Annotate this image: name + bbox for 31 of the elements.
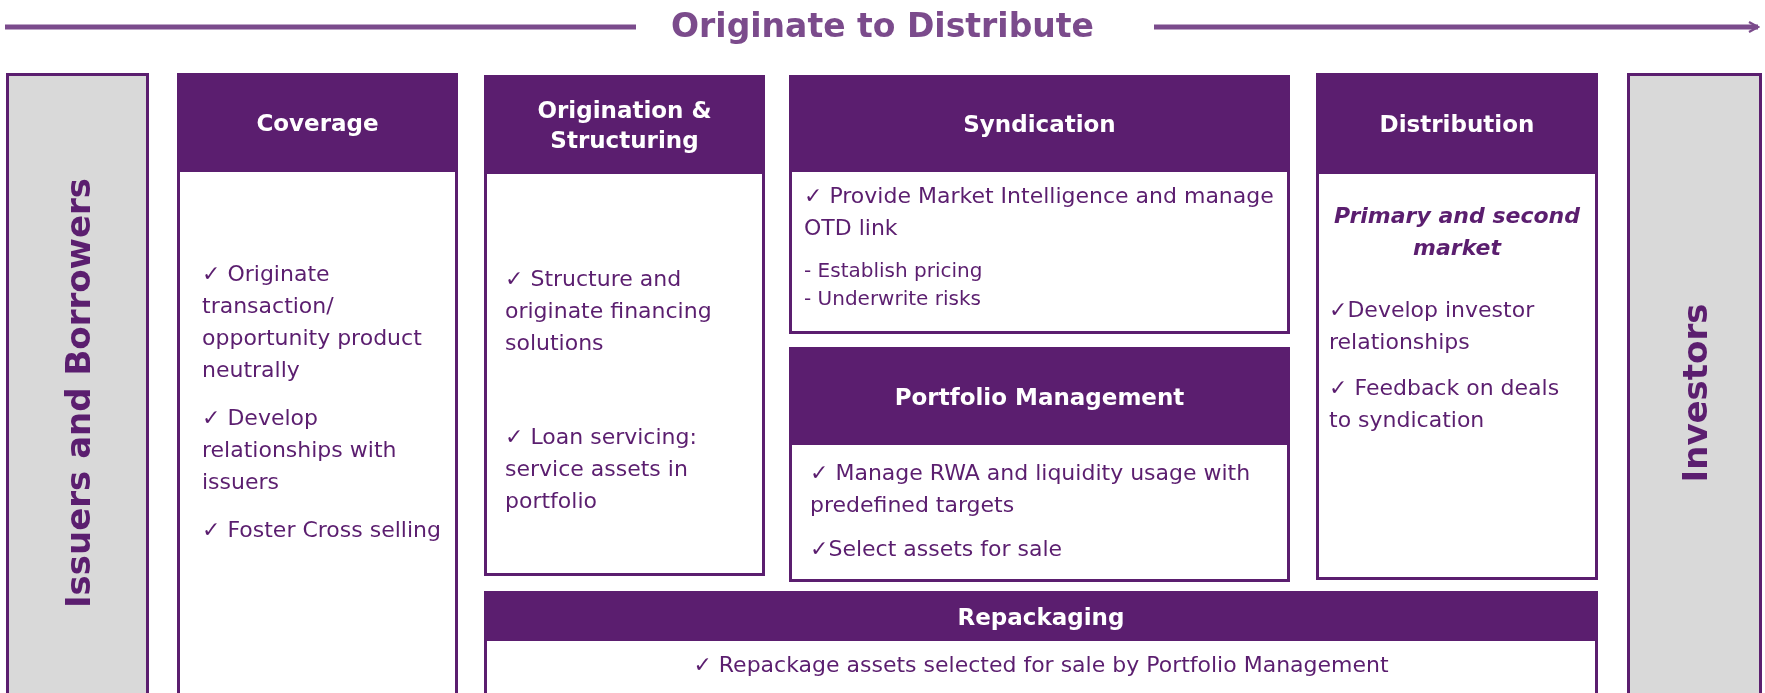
panel-header: Portfolio Management: [792, 350, 1287, 445]
panel-header: Origination & Structuring: [487, 78, 762, 174]
panel-header: Syndication: [792, 78, 1287, 172]
diagram-title: Originate to Distribute: [671, 6, 1094, 45]
panel-header: Repackaging: [487, 594, 1595, 641]
bullet-text: ✓ Manage RWA and liquidity usage with predefined targets: [810, 459, 1252, 519]
function-panel: [1316, 73, 1598, 580]
bullet-text: ✓ Loan servicing: service assets in portfolio: [505, 423, 698, 515]
panel-header: Distribution: [1319, 76, 1595, 174]
side-panel: [1627, 73, 1762, 693]
function-panel: [177, 73, 458, 693]
bullet-text: ✓ Develop relationships with issuers: [202, 404, 398, 496]
panel-header: Coverage: [180, 76, 455, 172]
function-panel: [789, 75, 1290, 334]
bullet-text: ✓ Provide Market Intelligence and manage OTD link: [804, 182, 1275, 242]
side-panel: [6, 73, 149, 693]
bullet-text: ✓ Repackage assets selected for sale by Portfolio Management: [693, 651, 1389, 679]
vertical-label: Investors: [1674, 303, 1715, 483]
function-panel: [484, 75, 765, 576]
bullet-text: ✓Select assets for sale: [810, 535, 1064, 563]
bullet-text: ✓ Feedback on deals to syndication: [1329, 374, 1561, 434]
subtitle: Primary and second market: [1333, 202, 1581, 262]
vertical-label: Issuers and Borrowers: [57, 177, 98, 609]
bullet-text: - Establish pricing: [804, 257, 984, 284]
function-panel: [484, 591, 1598, 693]
bullet-text: ✓Develop investor relationships: [1329, 296, 1536, 356]
bullet-text: ✓ Originate transaction/ opportunity product neutrally: [202, 260, 423, 384]
bullet-text: ✓ Foster Cross selling: [202, 516, 442, 544]
bullet-text: ✓ Structure and originate financing solutions: [505, 265, 713, 357]
bullet-text: - Underwrite risks: [804, 285, 982, 312]
function-panel: [789, 347, 1290, 582]
